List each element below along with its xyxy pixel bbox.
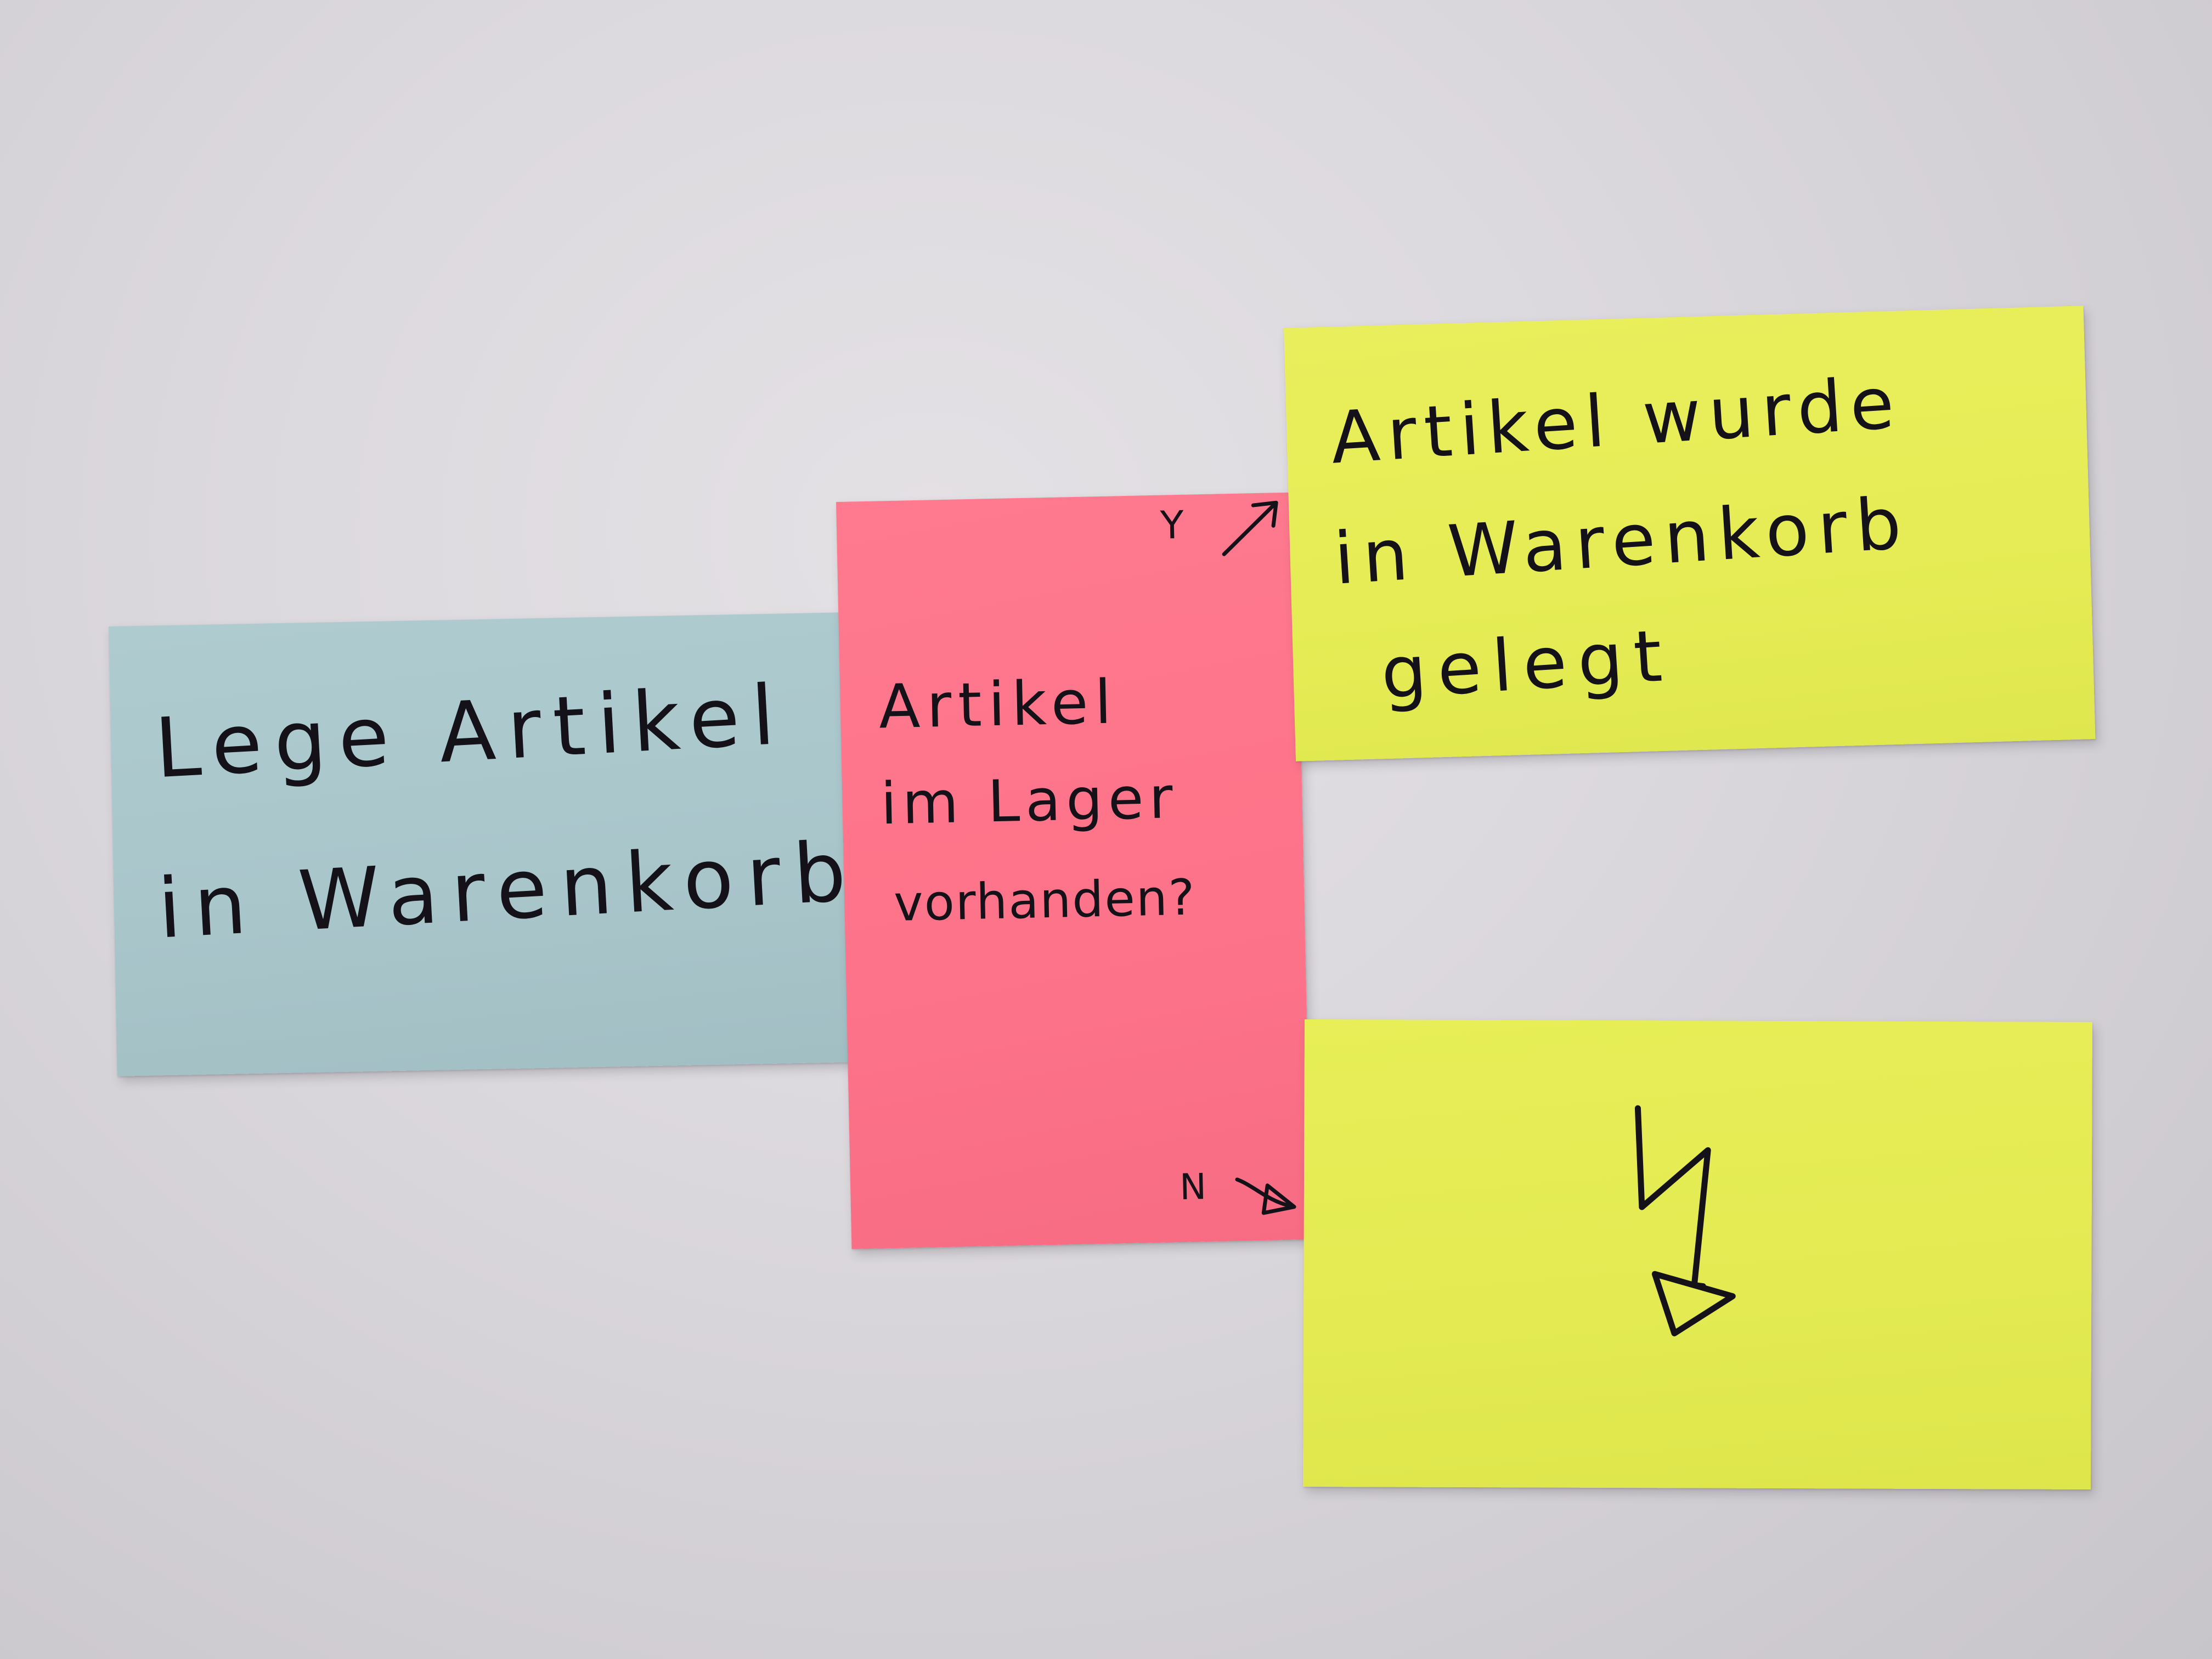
- event-text-line-2: in Warenkorb: [1331, 481, 1912, 601]
- decision-text-line-3: vorhanden?: [893, 868, 1197, 933]
- branch-arrows: [1222, 500, 1296, 1215]
- yes-arrow-icon: [1222, 500, 1278, 556]
- sticky-note-error: [1303, 1019, 2092, 1490]
- sticky-note-command: Lege Artikel in Warenkorb: [109, 612, 862, 1076]
- event-text-line-1: Artikel wurde: [1328, 360, 1904, 480]
- command-text-line-2: in Warenkorb: [155, 823, 862, 957]
- sticky-note-decision: Y Artikel im Lager vorhanden? N: [836, 492, 1312, 1249]
- command-text-line-1: Lege Artikel: [152, 667, 789, 797]
- no-arrow-icon: [1235, 1177, 1296, 1215]
- event-text-line-3: gelegt: [1379, 613, 1675, 715]
- no-branch-label: N: [1179, 1166, 1207, 1209]
- decision-text-line-1: Artikel: [878, 667, 1119, 742]
- lightning-bolt-icon: [1634, 1105, 1736, 1336]
- sticky-note-event: Artikel wurde in Warenkorb gelegt: [1284, 306, 2096, 761]
- decision-text-line-2: im Lager: [880, 764, 1179, 838]
